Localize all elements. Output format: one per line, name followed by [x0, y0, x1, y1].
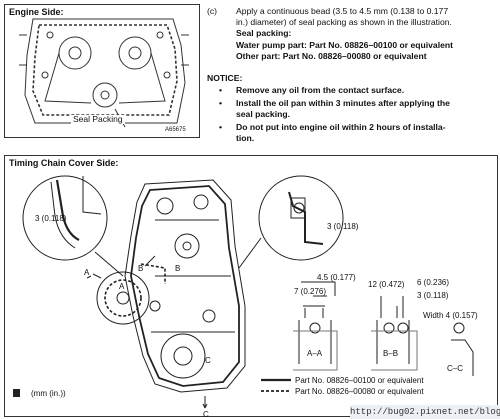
section-mark-c: C — [205, 356, 211, 365]
notice-item-1: Remove any oil from the contact surface. — [236, 85, 405, 95]
timing-cover-drawing — [22, 175, 474, 409]
notice-item-3-cont: tion. — [236, 133, 255, 143]
instruction-block: (c) Apply a continuous bead (3.5 to 4.5 … — [205, 0, 500, 80]
engine-side-title: Engine Side: — [9, 7, 64, 17]
dim-3b: 3 (0.118) — [417, 291, 449, 300]
timing-chain-cover-figure: Timing Chain Cover Side: — [4, 155, 498, 419]
figure-code: A65675 — [165, 127, 186, 133]
legend-solid: Part No. 08826–00100 or equivalent — [295, 376, 424, 385]
watermark-url: http://bug02.pixnet.net/blog — [350, 405, 500, 419]
dim-right: 3 (0.118) — [327, 222, 359, 231]
unit-label: (mm (in.)) — [31, 389, 66, 398]
water-pump-part: Water pump part: Part No. 08826–00100 or… — [236, 40, 453, 50]
section-mark-b: B — [138, 264, 144, 273]
notice-block: NOTICE: • Remove any oil from the contac… — [207, 73, 450, 143]
notice-heading: NOTICE: — [207, 73, 243, 83]
notice-item-2: Install the oil pan within 3 minutes aft… — [236, 98, 450, 108]
engine-side-figure: Engine Side: Seal Packing A65675 — [4, 4, 200, 138]
section-label-cc: C–C — [447, 364, 464, 373]
dim-4-5: 4.5 (0.177) — [317, 273, 356, 282]
seal-packing-callout: Seal Packing — [71, 114, 125, 124]
dim-6: 6 (0.236) — [417, 278, 450, 287]
notice-item-2-cont: seal packing. — [236, 109, 290, 119]
legend-dashed: Part No. 08826–00080 or equivalent — [295, 387, 424, 396]
section-mark-c-2: C — [203, 410, 209, 419]
instruction-line-2: in.) diameter) of seal packing as shown … — [236, 17, 452, 27]
section-mark-a-2: A — [119, 282, 125, 291]
dim-12: 12 (0.472) — [368, 280, 405, 289]
step-label: (c) — [207, 6, 218, 16]
other-part: Other part: Part No. 08826–00080 or equi… — [236, 51, 427, 61]
section-mark-b-2: B — [175, 264, 181, 273]
section-mark-a: A — [84, 268, 90, 277]
instruction-line-1: Apply a continuous bead (3.5 to 4.5 mm (… — [236, 6, 449, 16]
dim-left: 3 (0.118) — [35, 214, 67, 223]
width-dim: Width 4 (0.157) — [423, 311, 478, 320]
engine-block-drawing — [19, 18, 189, 128]
unit-icon — [13, 389, 20, 397]
notice-item-3: Do not put into engine oil within 2 hour… — [236, 122, 446, 132]
section-label-bb: B–B — [383, 349, 399, 358]
timing-side-title: Timing Chain Cover Side: — [9, 158, 119, 168]
section-label-aa: A–A — [307, 349, 323, 358]
seal-packing-heading: Seal packing: — [236, 28, 292, 38]
dim-7: 7 (0.276) — [294, 287, 327, 296]
